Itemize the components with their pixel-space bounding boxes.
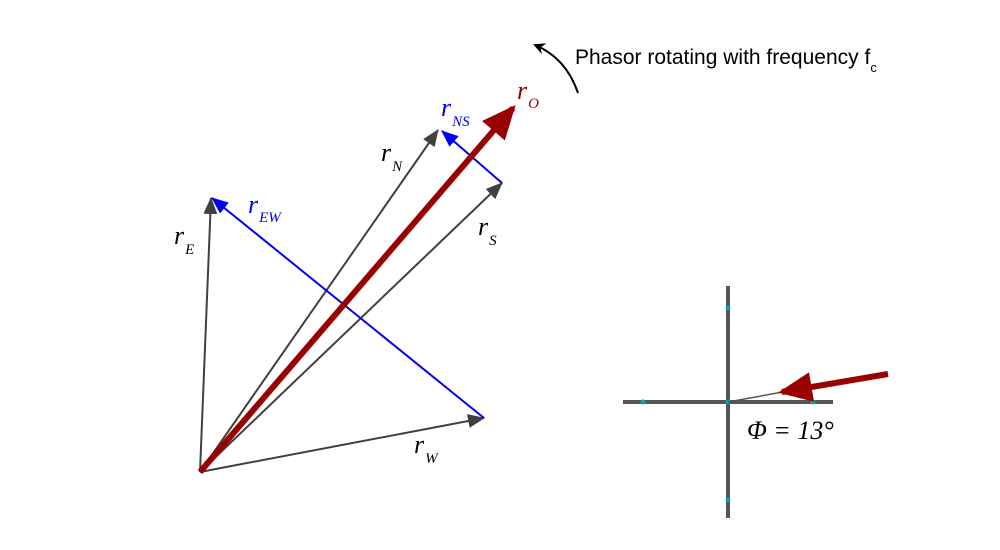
phase-arrow <box>778 371 889 402</box>
axis-tick <box>725 497 731 503</box>
label-r-n: rN <box>381 138 403 175</box>
label-r-e: rE <box>174 221 194 258</box>
label-r-ew: rEW <box>248 190 282 226</box>
vector-r-n <box>199 129 439 473</box>
rotation-arrow-icon <box>533 43 579 94</box>
phase-label: Φ = 13° <box>747 416 834 445</box>
vector-r-e <box>199 197 218 473</box>
rotation-caption: Phasor rotating with frequency fc <box>575 46 877 75</box>
vector-r-ew <box>211 197 485 419</box>
axis-tick <box>725 305 731 311</box>
label-r-w: rW <box>414 430 439 467</box>
label-r-ns: rNS <box>441 93 470 130</box>
vector-r-s <box>199 182 503 473</box>
label-r-o: rO <box>517 76 539 112</box>
axis-tick <box>640 399 646 405</box>
label-r-s: rS <box>478 212 497 249</box>
vector-r-o <box>197 104 516 474</box>
axis-tick <box>810 399 816 405</box>
vector-r-w <box>199 414 485 473</box>
